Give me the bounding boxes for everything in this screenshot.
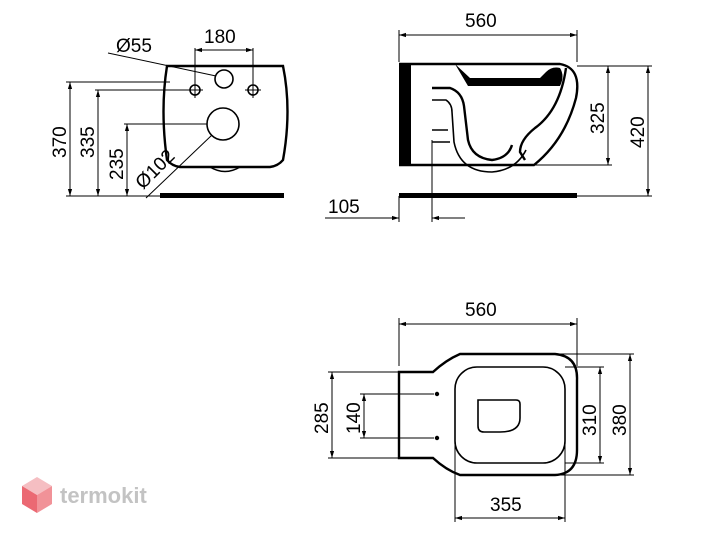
dim-small-hole-diameter: Ø55	[116, 36, 152, 57]
small-hole	[214, 69, 234, 89]
front-view-foot	[209, 166, 241, 173]
dim-outlet-height: 235	[107, 148, 128, 180]
side-view: 560 105 325 420	[325, 11, 652, 222]
top-view: 560 285 140 310 380 3	[312, 300, 634, 522]
top-bolt-left	[434, 391, 440, 397]
dim-bolt-spacing: 180	[204, 27, 236, 48]
dim-bracket-height: 285	[312, 402, 333, 434]
dim-side-length: 560	[465, 11, 497, 32]
top-view-bowl-opening	[477, 399, 521, 433]
cube-logo-icon	[22, 477, 52, 513]
dim-total-height-side: 420	[628, 116, 649, 148]
dim-inner-width: 310	[580, 404, 601, 436]
watermark-brand: termokit	[60, 483, 147, 508]
side-view-back-plate	[399, 64, 411, 165]
dim-bolt-height: 335	[78, 126, 99, 158]
side-view-bowl-wall	[518, 67, 568, 161]
side-view-bowl-profile	[455, 64, 563, 86]
watermark: termokit	[22, 477, 147, 513]
top-view-outline	[397, 352, 579, 477]
side-view-trap-inner	[432, 99, 527, 173]
front-view: 180 Ø55 370 335 235 Ø102	[50, 27, 289, 199]
front-floor-plate	[160, 193, 284, 198]
dim-top-bolt-spacing: 140	[344, 402, 365, 434]
top-view-bowl-rim	[454, 366, 566, 464]
dim-bowl-height: 325	[588, 102, 609, 134]
dim-outer-width: 380	[610, 404, 631, 436]
dim-total-height-front: 370	[50, 126, 71, 158]
side-floor-plate	[399, 193, 577, 198]
side-view-outlet	[432, 129, 450, 143]
dim-outlet-offset: 105	[328, 197, 360, 218]
side-view-trap	[432, 86, 514, 162]
side-view-outer-profile	[399, 62, 579, 167]
front-view-body	[162, 64, 289, 169]
dim-top-length: 560	[465, 300, 497, 321]
top-bolt-right	[434, 435, 440, 441]
dim-bowl-length: 355	[490, 495, 522, 516]
dim-outlet-diameter: Ø102	[132, 146, 180, 194]
